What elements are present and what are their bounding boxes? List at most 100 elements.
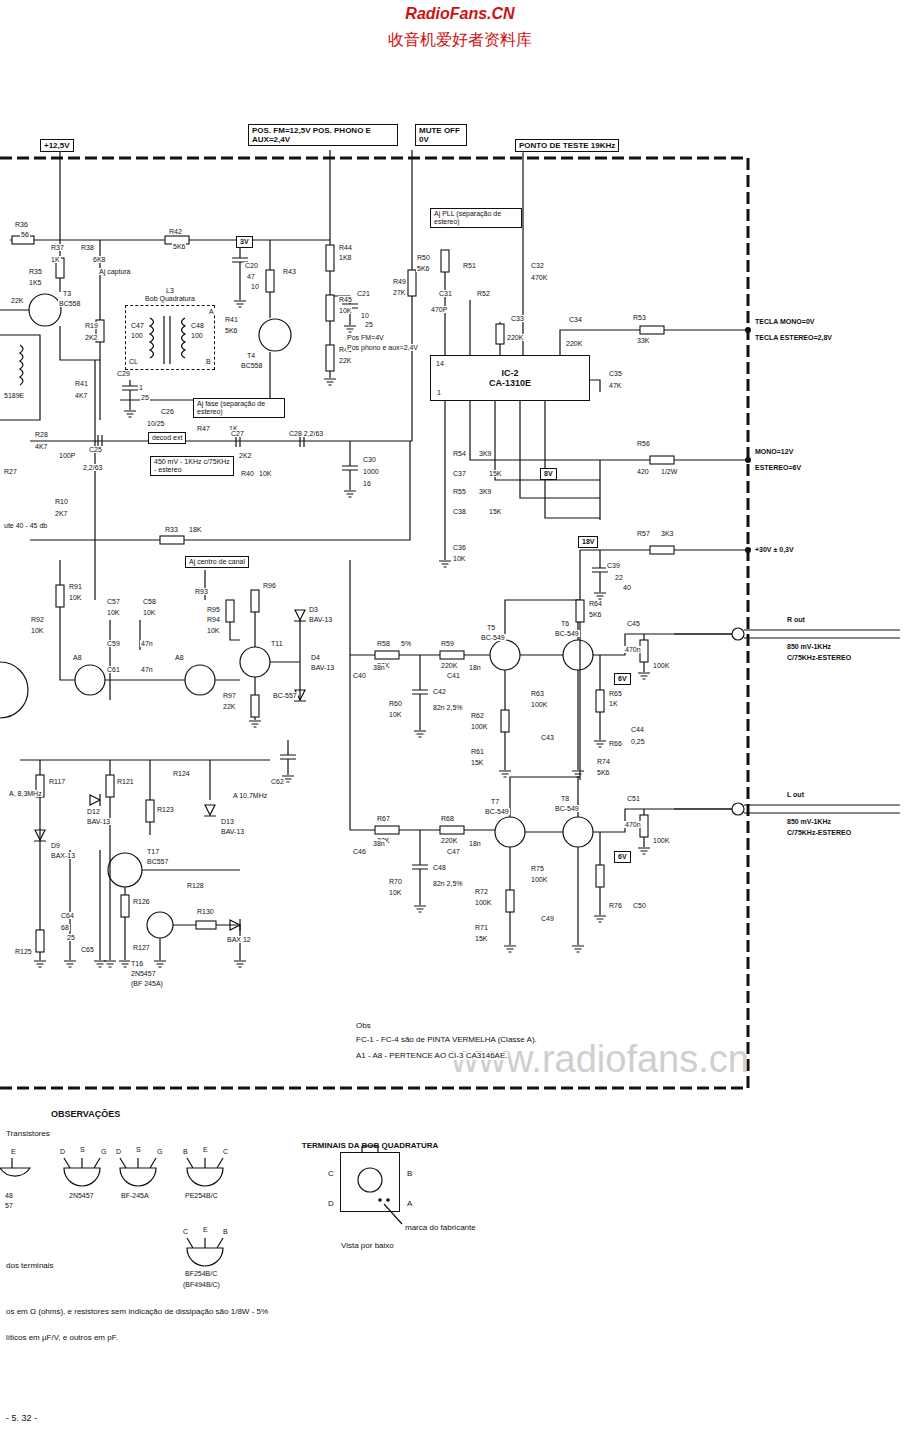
adjust-box: Aj fase (separação de estereo) xyxy=(193,398,285,418)
component-label: BC558 xyxy=(58,300,81,307)
wire-group xyxy=(147,912,173,938)
component-label: 4K7 xyxy=(74,392,88,399)
component-label: C20 xyxy=(244,262,259,269)
component-label: TECLA MONO=0V xyxy=(754,318,815,325)
resistor-group xyxy=(326,295,334,321)
component-label: A xyxy=(406,1200,413,1208)
ic-box: IC-2CA-1310E xyxy=(430,355,590,401)
component-label: R27 xyxy=(3,468,18,475)
wire-group xyxy=(34,610,306,931)
component-label: 220K xyxy=(565,340,583,347)
wire-group xyxy=(563,640,593,670)
component-label: MONO=12V xyxy=(754,448,794,455)
component-label: R76 xyxy=(608,902,623,909)
voltage-box: MUTE OFF 0V xyxy=(415,124,467,146)
component-label: C59 xyxy=(106,640,121,647)
component-label: R54 xyxy=(452,450,467,457)
ground-symbols xyxy=(638,848,650,854)
component-label: L out xyxy=(786,791,805,798)
component-label: 5K6 xyxy=(588,611,602,618)
component-label: 10K xyxy=(142,609,156,616)
box-text: Bob Quadratura xyxy=(145,295,195,303)
component-label: 18n xyxy=(468,840,482,847)
box-text: Aj PLL (separação de estereo) xyxy=(434,210,518,226)
component-label: R91 xyxy=(68,583,83,590)
component-label: R74 xyxy=(596,758,611,765)
component-label: 5K6 xyxy=(596,769,610,776)
wire-group xyxy=(108,853,142,887)
component-label: 1K xyxy=(50,256,61,263)
component-label: 470P xyxy=(430,306,448,313)
component-label: 47n xyxy=(140,640,154,647)
wire-group xyxy=(240,647,270,677)
voltage-box: 18V xyxy=(578,536,598,548)
component-label: T16 xyxy=(130,960,144,967)
box-text: Aj fase (separação de estereo) xyxy=(197,400,281,416)
component-label: 15K xyxy=(488,508,502,515)
component-label: C43 xyxy=(540,734,555,741)
component-label: S xyxy=(79,1146,86,1153)
component-label: B xyxy=(222,1228,229,1235)
component-label: R out xyxy=(786,616,806,623)
component-label: 1 xyxy=(436,389,442,396)
component-label: C58 xyxy=(142,598,157,605)
resistor-group xyxy=(440,826,464,834)
component-label: C47 xyxy=(446,848,461,855)
component-label: 100K xyxy=(530,701,548,708)
component-label: C xyxy=(222,1148,229,1155)
terminal-dots xyxy=(745,547,751,553)
component-label: R28 xyxy=(34,431,49,438)
ground-symbols xyxy=(414,731,426,737)
component-label: BC-557 xyxy=(272,692,298,699)
component-label: C32 xyxy=(530,262,545,269)
component-label: T11 xyxy=(270,640,284,647)
wire-group xyxy=(445,262,748,560)
component-label: R52 xyxy=(476,290,491,297)
component-label: 1K xyxy=(608,700,619,707)
component-label: 100K xyxy=(652,662,670,669)
resistor-group xyxy=(226,600,234,622)
terminal-dots xyxy=(378,1198,382,1202)
terminal-dots xyxy=(386,1198,390,1202)
component-label: OBSERVAÇÕES xyxy=(50,1110,121,1119)
resistor-group xyxy=(266,270,274,292)
component-label: D xyxy=(59,1148,66,1155)
box-text: MUTE OFF 0V xyxy=(419,126,463,144)
ground-symbols xyxy=(504,946,516,952)
component-label: C27 xyxy=(230,430,245,437)
component-label: R40 xyxy=(240,470,255,477)
component-label: 4K7 xyxy=(34,443,48,450)
ground-symbols xyxy=(94,961,106,967)
component-label: C37 xyxy=(452,470,467,477)
component-label: 18K xyxy=(188,526,202,533)
component-label: R42 xyxy=(168,228,183,235)
component-label: D12 xyxy=(86,808,101,815)
box-heading: L3Bob Quadratura xyxy=(145,287,195,303)
resistor-group xyxy=(251,590,259,612)
component-label: C48 xyxy=(190,322,205,329)
component-label: 850 mV-1KHz xyxy=(786,643,832,650)
component-label: C44 xyxy=(630,726,645,733)
ground-symbols xyxy=(572,946,584,952)
wire-group xyxy=(350,560,732,830)
resistor-group xyxy=(196,921,216,929)
component-label: R67 xyxy=(376,815,391,822)
component-label: BAV-13 xyxy=(220,828,245,835)
component-label: T4 xyxy=(246,352,256,359)
component-label: - 5. 32 - xyxy=(5,1414,38,1423)
box-text: CA-1310E xyxy=(489,378,531,388)
resistor-group xyxy=(326,245,334,271)
component-label: 10 xyxy=(250,283,260,290)
resistor-group xyxy=(650,456,674,464)
wire-group xyxy=(350,777,732,945)
component-label: C49 xyxy=(540,915,555,922)
component-label: R37 xyxy=(50,244,65,251)
resistor-group xyxy=(496,324,504,344)
component-label: D9 xyxy=(50,842,61,849)
component-label: R55 xyxy=(452,488,467,495)
component-label: R53 xyxy=(632,314,647,321)
component-label: BF-245A xyxy=(120,1192,150,1199)
component-label: R59 xyxy=(440,640,455,647)
wire-group xyxy=(342,441,358,490)
component-label: C30 xyxy=(362,456,377,463)
